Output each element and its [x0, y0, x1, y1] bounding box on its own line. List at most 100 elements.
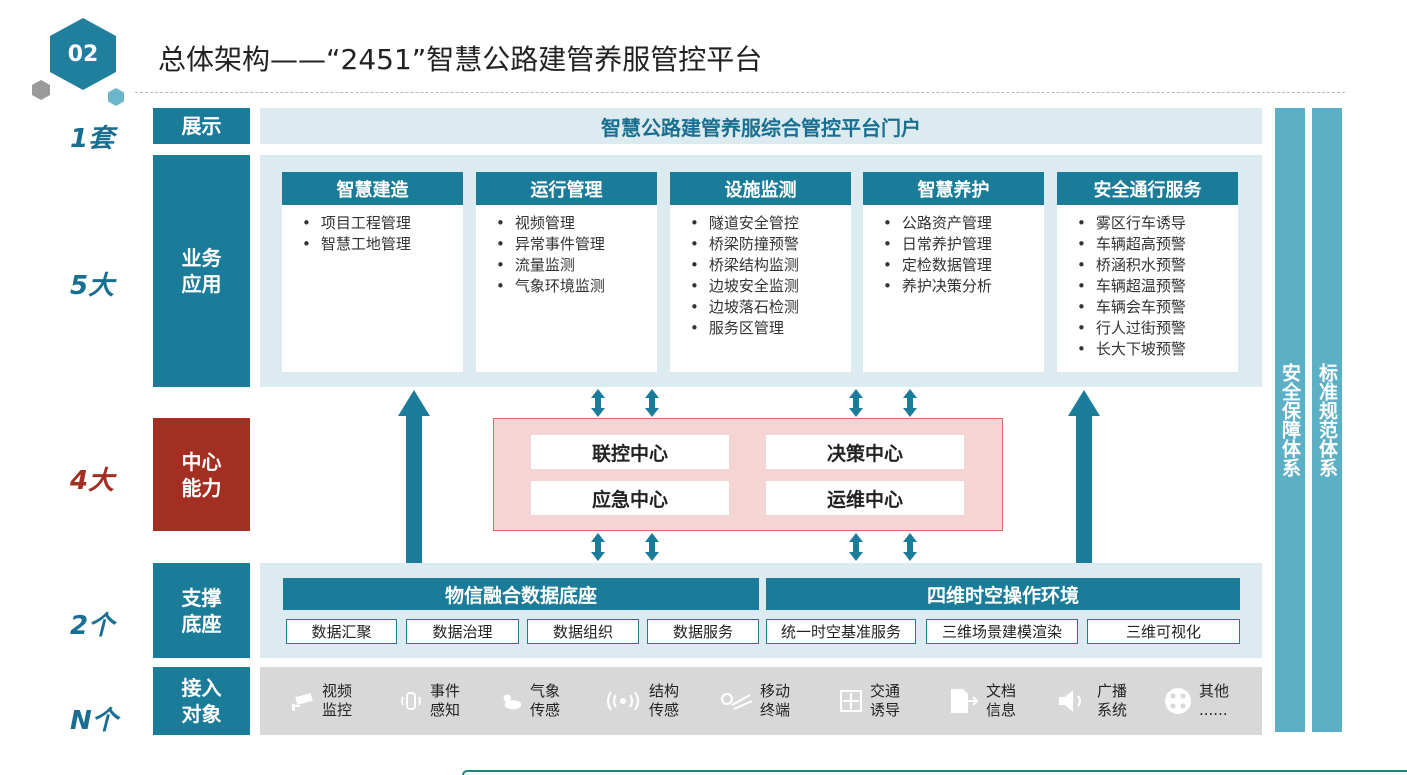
center-operations: 运维中心	[766, 481, 964, 515]
access-item-video: 视频 监控	[290, 676, 352, 726]
module-item: 雾区行车诱导	[1077, 213, 1238, 234]
module-item: 车辆超温预警	[1077, 276, 1238, 297]
module-item: 车辆会车预警	[1077, 297, 1238, 318]
layer-label-access: 接入 对象	[153, 667, 250, 735]
module-item: 隧道安全管控	[690, 213, 851, 234]
layer-label-center: 中心 能力	[153, 418, 250, 531]
module-operation: 运行管理 视频管理 异常事件管理 流量监测 气象环境监测	[476, 172, 657, 372]
access-label: 交通 诱导	[870, 682, 901, 719]
access-item-structure: 结构 传感	[603, 676, 679, 726]
center-emergency: 应急中心	[531, 481, 729, 515]
speaker-icon	[1055, 688, 1091, 714]
module-item: 长大下坡预警	[1077, 339, 1238, 360]
module-title: 设施监测	[670, 172, 851, 205]
support-item: 统一时空基准服务	[766, 619, 916, 644]
standard-system-bar: 标准规范体系	[1312, 108, 1342, 732]
access-item-weather: 气象 传感	[498, 676, 560, 726]
module-facility-monitoring: 设施监测 隧道安全管控 桥梁防撞预警 桥梁结构监测 边坡安全监测 边坡落石检测 …	[670, 172, 851, 372]
module-title: 智慧建造	[282, 172, 463, 205]
layer-label-display: 展示	[153, 108, 250, 144]
access-item-document: 文档 信息	[948, 676, 1016, 726]
weather-icon	[498, 688, 524, 714]
support-item: 数据服务	[647, 619, 759, 644]
mobile-icon	[720, 688, 754, 714]
access-label: 事件 感知	[430, 682, 461, 719]
access-panel	[260, 667, 1262, 735]
module-item: 公路资产管理	[883, 213, 1044, 234]
module-title: 安全通行服务	[1057, 172, 1238, 205]
access-item-broadcast: 广播 系统	[1055, 676, 1127, 726]
count-support: 2个	[70, 611, 115, 641]
double-arrow	[591, 533, 605, 561]
access-label: 文档 信息	[986, 682, 1017, 719]
security-system-bar: 安全保障体系	[1275, 108, 1305, 732]
module-item: 行人过街预警	[1077, 318, 1238, 339]
module-item: 气象环境监测	[496, 276, 657, 297]
sensor-icon	[398, 688, 424, 714]
count-business: 5大	[70, 271, 115, 301]
signal-icon	[603, 688, 643, 714]
count-access: N个	[70, 706, 118, 736]
support-item: 数据组织	[527, 619, 639, 644]
up-arrow-right	[1068, 390, 1100, 563]
double-arrow	[849, 389, 863, 417]
access-label: 气象 传感	[530, 682, 561, 719]
module-item: 服务区管理	[690, 318, 851, 339]
decor-hex-blue	[108, 88, 124, 106]
access-label: 其他 ......	[1199, 682, 1230, 719]
access-label: 广播 系统	[1097, 682, 1128, 719]
module-item: 项目工程管理	[302, 213, 463, 234]
module-item: 智慧工地管理	[302, 234, 463, 255]
module-item: 车辆超高预警	[1077, 234, 1238, 255]
access-item-mobile: 移动 终端	[720, 676, 790, 726]
layer-label-business: 业务 应用	[153, 155, 250, 387]
access-item-traffic: 交通 诱导	[838, 676, 900, 726]
support-item: 三维可视化	[1087, 619, 1240, 644]
module-item: 桥梁结构监测	[690, 255, 851, 276]
access-label: 结构 传感	[649, 682, 680, 719]
module-smart-construction: 智慧建造 项目工程管理 智慧工地管理	[282, 172, 463, 372]
support-item: 数据汇聚	[286, 619, 397, 644]
bottom-decor-line	[462, 770, 1407, 775]
access-item-event: 事件 感知	[398, 676, 460, 726]
center-joint-control: 联控中心	[531, 435, 729, 469]
access-item-other: 其他 ......	[1163, 676, 1229, 726]
more-icon	[1163, 688, 1193, 714]
section-number-badge: 02	[50, 18, 116, 90]
double-arrow	[645, 533, 659, 561]
count-center: 4大	[70, 466, 115, 496]
support-bar-spacetime: 四维时空操作环境	[766, 578, 1240, 610]
center-decision: 决策中心	[766, 435, 964, 469]
module-item: 异常事件管理	[496, 234, 657, 255]
double-arrow	[591, 389, 605, 417]
support-item: 数据治理	[406, 619, 519, 644]
module-item: 养护决策分析	[883, 276, 1044, 297]
module-item: 日常养护管理	[883, 234, 1044, 255]
access-label: 视频 监控	[322, 682, 353, 719]
module-title: 运行管理	[476, 172, 657, 205]
layer-label-support: 支撑 底座	[153, 563, 250, 658]
support-bar-data-base: 物信融合数据底座	[283, 578, 759, 610]
camera-icon	[290, 688, 316, 714]
decor-hex-gray	[32, 80, 50, 100]
double-arrow	[849, 533, 863, 561]
module-item: 桥涵积水预警	[1077, 255, 1238, 276]
double-arrow	[903, 389, 917, 417]
page-title: 总体架构——“2451”智慧公路建管养服管控平台	[158, 43, 763, 76]
count-display: 1套	[70, 124, 115, 154]
module-item: 视频管理	[496, 213, 657, 234]
portal-bar: 智慧公路建管养服综合管控平台门户	[260, 108, 1262, 144]
access-label: 移动 终端	[760, 682, 791, 719]
traffic-icon	[838, 688, 864, 714]
module-item: 边坡落石检测	[690, 297, 851, 318]
module-item: 桥梁防撞预警	[690, 234, 851, 255]
module-item: 边坡安全监测	[690, 276, 851, 297]
support-item: 三维场景建模渲染	[926, 619, 1078, 644]
double-arrow	[903, 533, 917, 561]
module-item: 定检数据管理	[883, 255, 1044, 276]
title-divider	[135, 92, 1345, 93]
up-arrow-left	[398, 390, 430, 563]
document-icon	[948, 688, 980, 714]
module-smart-maintenance: 智慧养护 公路资产管理 日常养护管理 定检数据管理 养护决策分析	[863, 172, 1044, 372]
module-item: 流量监测	[496, 255, 657, 276]
